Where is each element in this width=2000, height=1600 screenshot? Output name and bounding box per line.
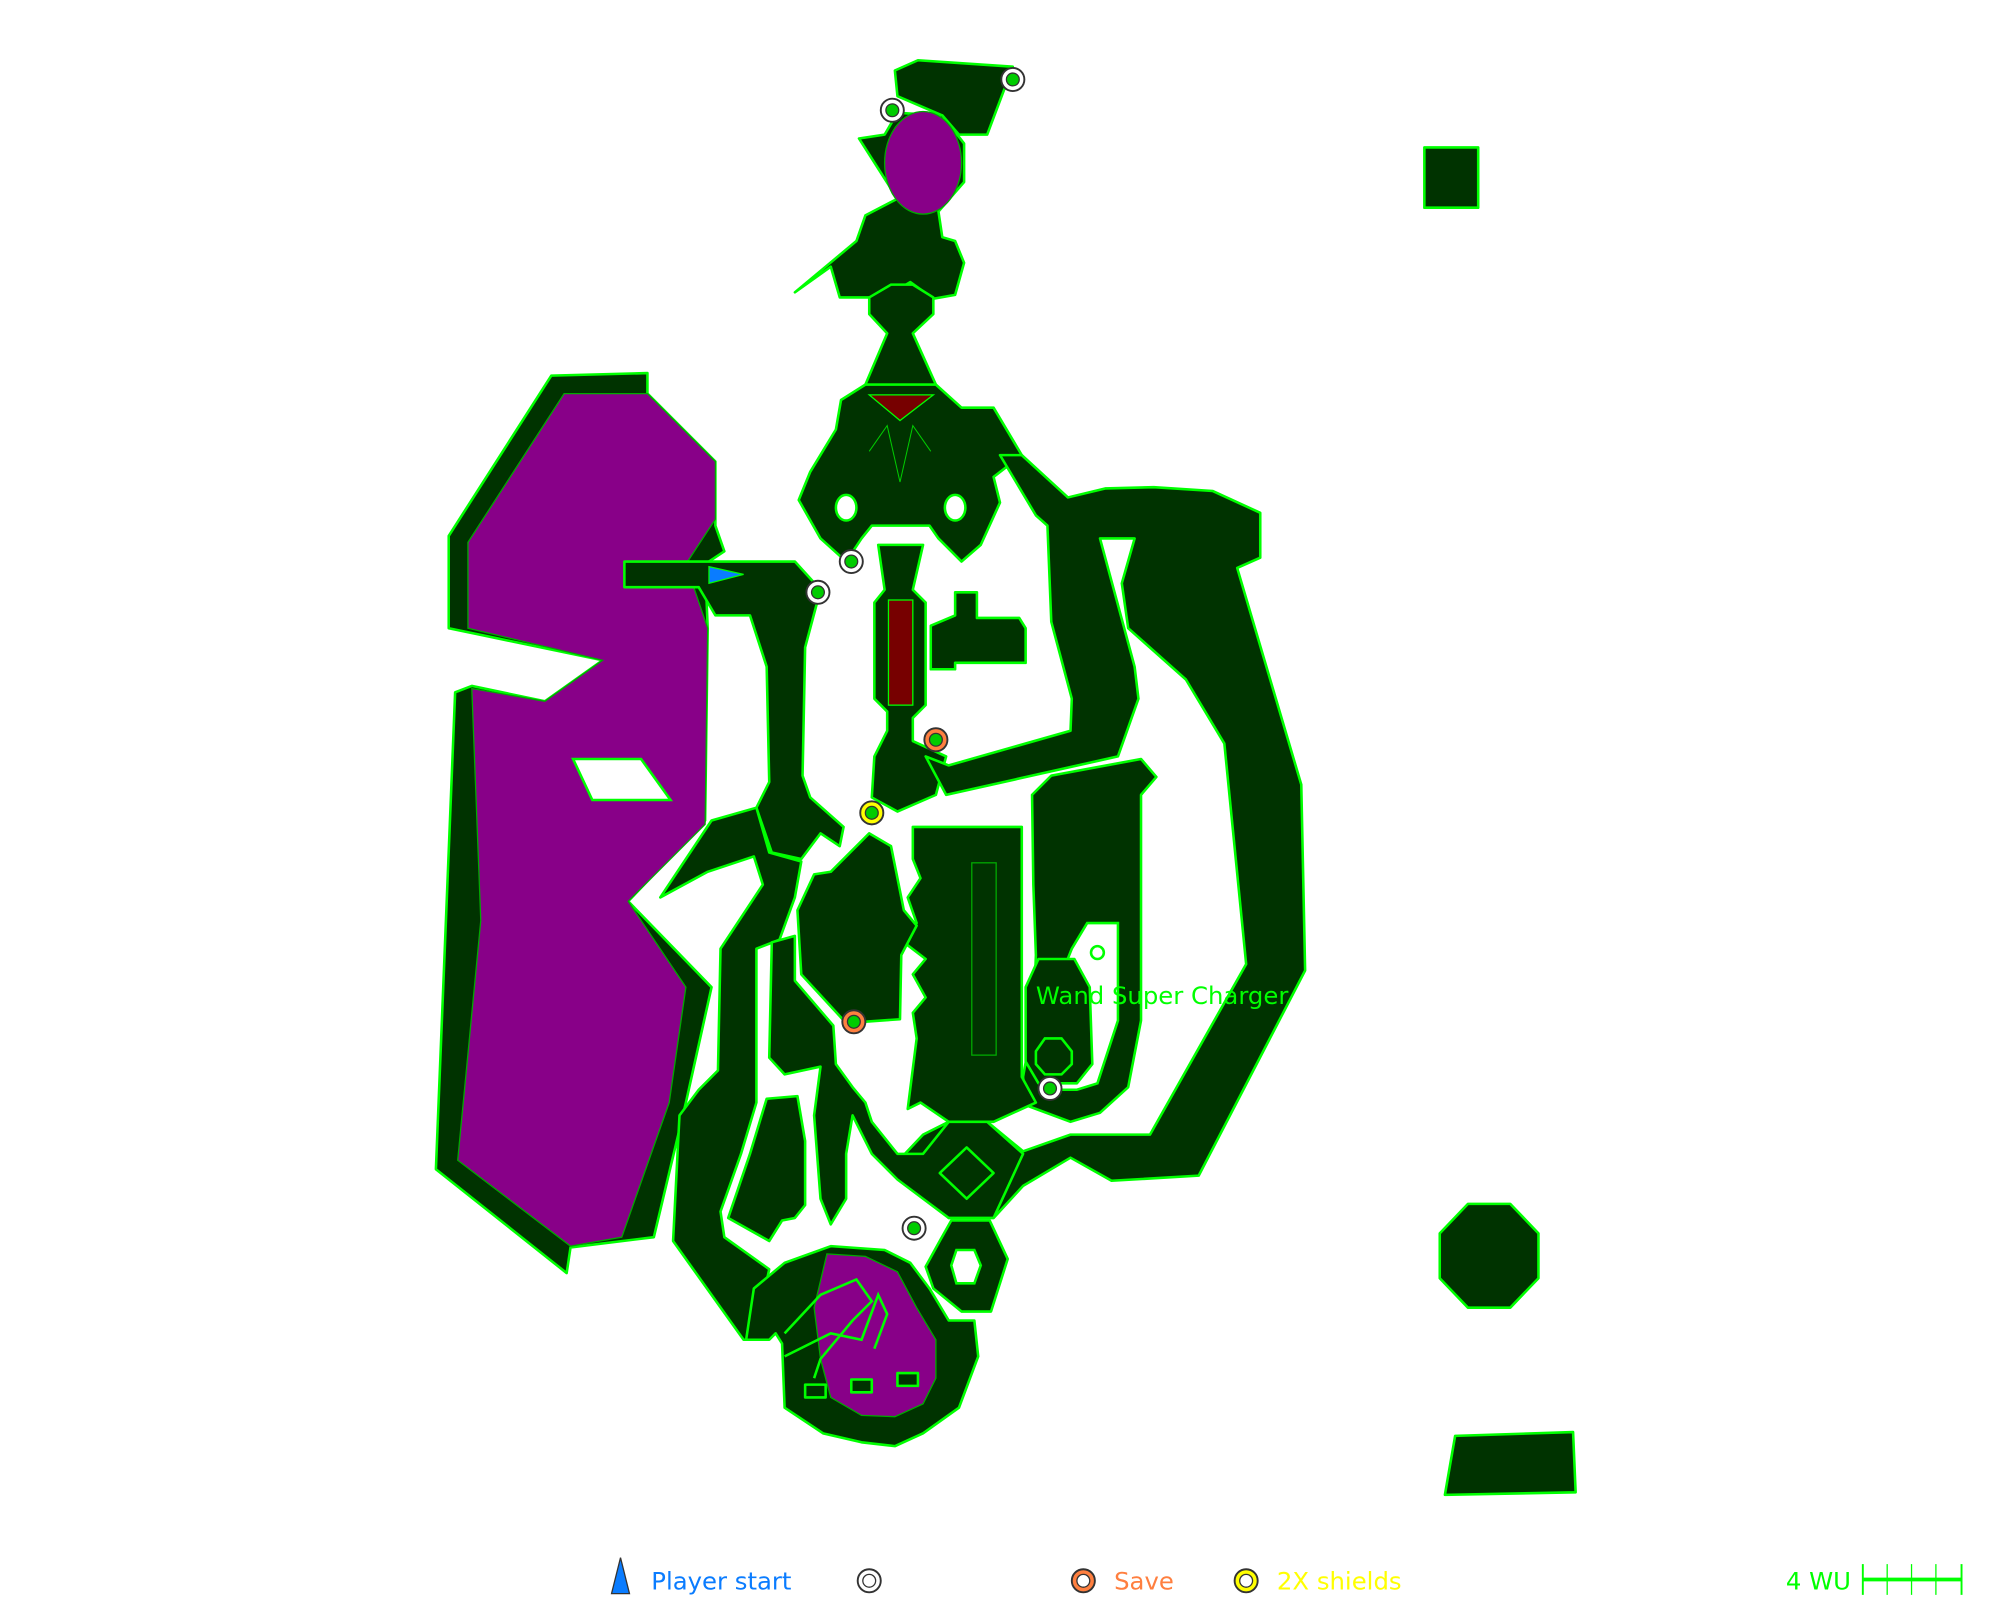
player-start-legend-icon — [610, 1557, 631, 1595]
item-marker — [901, 1215, 927, 1241]
hole-se — [949, 1248, 983, 1285]
hazard-central — [867, 394, 936, 422]
south-ramp-2 — [784, 1291, 889, 1358]
save-marker — [841, 1009, 867, 1035]
shields-marker — [859, 800, 885, 826]
legend-shields: 2X shields — [1277, 1567, 1402, 1596]
south-step-1 — [803, 1383, 827, 1399]
room-north-top — [893, 58, 1015, 136]
hazard-west — [457, 392, 717, 1247]
room-north-neck — [864, 283, 938, 386]
room-isolated-octagon — [1438, 1202, 1540, 1309]
room-south-small — [726, 1094, 807, 1243]
legend-player-start: Player start — [651, 1567, 791, 1596]
item-marker — [838, 549, 864, 575]
map-label-wand-super-charger: Wand Super Charger — [1036, 981, 1289, 1010]
item-marker — [805, 579, 831, 605]
room-mid-left — [796, 832, 918, 1025]
hole-central-left — [834, 493, 858, 522]
room-diamond — [938, 1146, 995, 1200]
hole-central-right — [943, 493, 967, 522]
charger-pad — [1034, 1037, 1074, 1076]
item-legend-icon — [856, 1568, 882, 1594]
room-east-loop — [900, 453, 1307, 1220]
room-south-mid — [767, 934, 1025, 1226]
room-charger — [1024, 957, 1094, 1085]
floor-detail — [868, 424, 932, 483]
mid-channel — [971, 862, 997, 1056]
room-mid-large — [902, 825, 1038, 1124]
room-side-annex — [929, 591, 1027, 671]
room-start-corridor — [623, 560, 845, 861]
item-marker — [1000, 66, 1026, 92]
room-isolated-se — [1443, 1430, 1577, 1497]
hole-east-small — [1089, 944, 1106, 961]
room-isolated-ne — [1423, 146, 1480, 209]
hazard-north — [883, 110, 963, 215]
south-step-3 — [896, 1371, 920, 1388]
shields-legend-icon — [1233, 1568, 1259, 1594]
save-legend-icon — [1070, 1568, 1096, 1594]
item-marker — [1037, 1075, 1063, 1101]
south-step-2 — [850, 1378, 874, 1394]
hole-west — [571, 757, 674, 802]
hazard-spine — [887, 599, 914, 706]
player-start-marker — [708, 565, 744, 585]
legend: Player start Save 2X shields 4 WU — [610, 1557, 1963, 1596]
legend-scale-label: 4 WU — [1786, 1567, 1851, 1596]
save-marker — [923, 727, 949, 753]
legend-save: Save — [1114, 1567, 1174, 1596]
item-marker — [879, 97, 905, 123]
scale-bar — [1861, 1564, 1963, 1595]
south-ramp — [783, 1277, 874, 1379]
pickup-markers — [805, 66, 1063, 1241]
